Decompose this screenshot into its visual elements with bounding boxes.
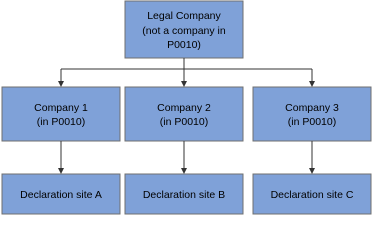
arrowhead-company-2 <box>181 81 187 87</box>
declaration-site-a-node: Declaration site A <box>1 173 121 215</box>
company-1-box <box>1 86 121 142</box>
company-2-subtitle: (in P0010) <box>160 116 208 128</box>
company-1-subtitle: (in P0010) <box>37 116 85 128</box>
arrowhead-company-1 <box>58 81 64 87</box>
company-3-box <box>252 86 372 142</box>
declaration-site-c-node: Declaration site C <box>252 173 372 215</box>
declaration-site-c-label: Declaration site C <box>271 189 354 201</box>
legal-company-box <box>124 0 244 59</box>
legal-company-subtitle-2: P0010) <box>167 39 201 51</box>
company-2-node: Company 2 (in P0010) <box>124 86 244 142</box>
arrowhead-site-b <box>181 168 187 174</box>
company-3-node: Company 3 (in P0010) <box>252 86 372 142</box>
company-3-title: Company 3 <box>285 102 339 114</box>
legal-company-subtitle-1: (not a company in <box>142 25 226 37</box>
legal-company-title: Legal Company <box>147 10 221 22</box>
company-2-box <box>124 86 244 142</box>
legal-company-node: Legal Company (not a company in P0010) <box>124 0 244 59</box>
declaration-site-b-box <box>124 173 244 215</box>
company-2-title: Company 2 <box>157 102 211 114</box>
arrowhead-site-c <box>309 168 315 174</box>
arrowhead-company-3 <box>309 81 315 87</box>
declaration-site-c-box <box>252 173 372 215</box>
company-1-node: Company 1 (in P0010) <box>1 86 121 142</box>
company-1-title: Company 1 <box>34 102 88 114</box>
arrowhead-site-a <box>58 168 64 174</box>
declaration-site-a-box <box>1 173 121 215</box>
org-hierarchy-diagram: Legal Company (not a company in P0010) C… <box>1 0 372 215</box>
declaration-site-b-label: Declaration site B <box>143 189 225 201</box>
declaration-site-b-node: Declaration site B <box>124 173 244 215</box>
company-3-subtitle: (in P0010) <box>288 116 336 128</box>
declaration-site-a-label: Declaration site A <box>20 189 102 201</box>
